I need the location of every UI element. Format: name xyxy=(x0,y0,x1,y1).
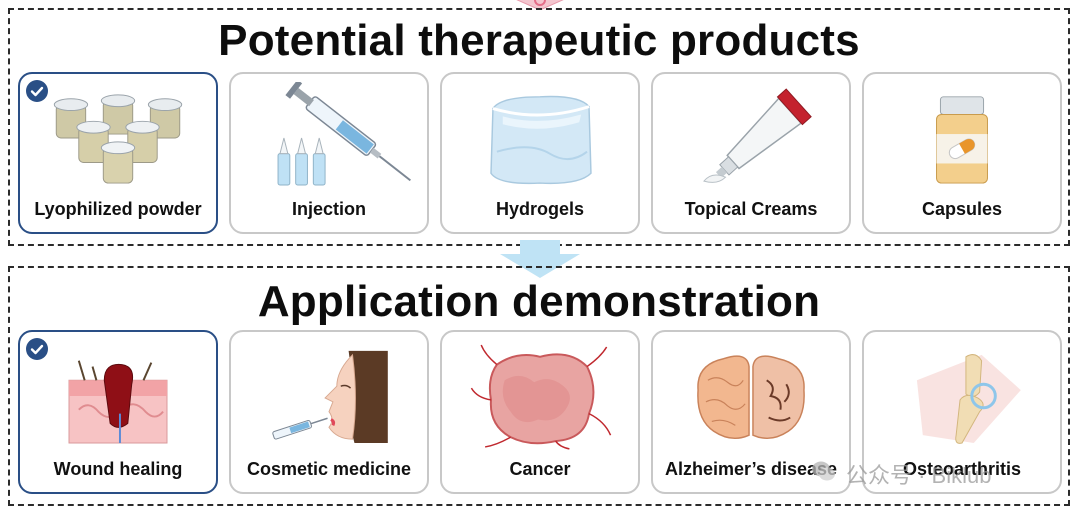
therapeutic-products-section: Potential therapeutic products xyxy=(8,8,1070,246)
card-lyophilized-powder[interactable]: Lyophilized powder xyxy=(18,72,218,234)
card-label: Injection xyxy=(291,199,366,219)
card-label: Cosmetic medicine xyxy=(246,459,412,479)
card-label: Capsules xyxy=(921,199,1003,219)
product-card-row: Lyophilized powder xyxy=(18,72,1062,234)
card-osteoarthritis[interactable]: Osteoarthritis xyxy=(862,330,1062,494)
brain-icon xyxy=(653,340,849,450)
card-label: Hydrogels xyxy=(495,199,585,219)
card-label: Alzheimer’s disease xyxy=(664,459,838,479)
face-injection-icon xyxy=(231,340,427,450)
wechat-icon xyxy=(812,461,835,481)
watermark-text: 公众号 · Biklub xyxy=(846,463,992,488)
check-icon xyxy=(26,80,48,102)
card-label: Lyophilized powder xyxy=(34,199,202,219)
card-capsules[interactable]: Capsules xyxy=(862,72,1062,234)
card-label: Wound healing xyxy=(53,459,183,479)
card-label: Cancer xyxy=(509,459,571,479)
card-label: Topical Creams xyxy=(684,199,818,219)
card-topical-creams[interactable]: Topical Creams xyxy=(651,72,851,234)
card-label: Osteoarthritis xyxy=(902,459,1022,479)
skin-wound-icon xyxy=(20,340,216,450)
flow-arrow-top-icon xyxy=(516,0,564,10)
vials-icon xyxy=(20,82,216,192)
hydrogel-cube-icon xyxy=(442,82,638,192)
card-hydrogels[interactable]: Hydrogels xyxy=(440,72,640,234)
section-title: Application demonstration xyxy=(257,277,821,326)
application-demonstration-section: Application demonstration Wound healing xyxy=(8,266,1070,506)
card-cancer[interactable]: Cancer xyxy=(440,330,640,494)
tumor-icon xyxy=(442,340,638,450)
syringe-icon xyxy=(231,82,427,192)
watermark: 公众号 · Biklub xyxy=(810,452,1050,492)
card-wound-healing[interactable]: Wound healing xyxy=(18,330,218,494)
check-icon xyxy=(26,338,48,360)
application-card-row: Wound healing Cosmetic medicine xyxy=(18,330,1062,494)
card-injection[interactable]: Injection xyxy=(229,72,429,234)
knee-joint-icon xyxy=(864,340,1060,450)
flow-arrow-down-icon xyxy=(500,240,580,278)
pill-bottle-icon xyxy=(864,82,1060,192)
card-cosmetic-medicine[interactable]: Cosmetic medicine xyxy=(229,330,429,494)
cream-tube-icon xyxy=(653,82,849,192)
section-title: Potential therapeutic products xyxy=(218,16,860,65)
